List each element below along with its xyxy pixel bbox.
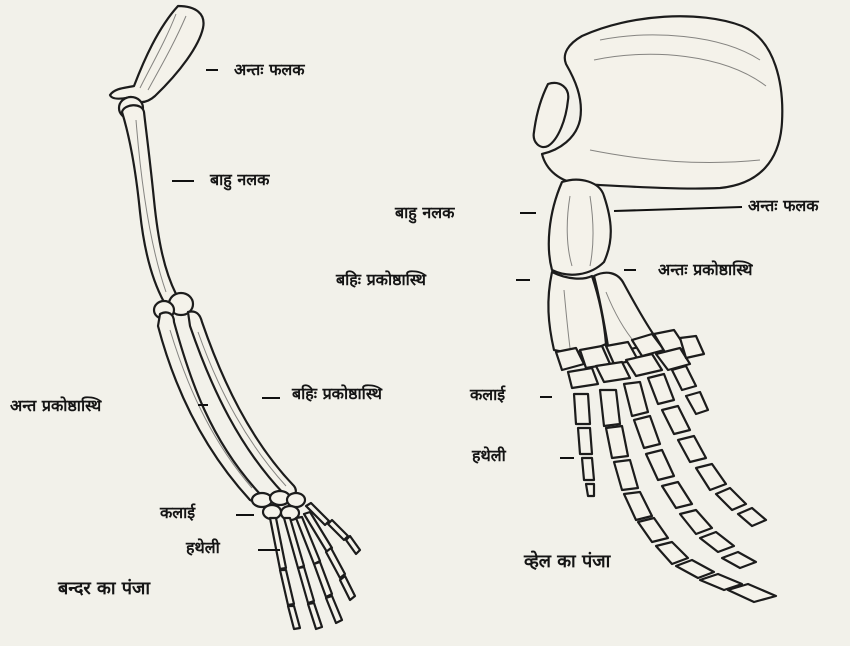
monkey-humerus-label: बाहु नलक <box>210 172 269 188</box>
whale-wrist-label: कलाई <box>470 387 505 403</box>
monkey-forelimb <box>110 6 360 629</box>
monkey-humerus <box>122 105 177 303</box>
monkey-radius-label: बहिः प्रकोष्ठास्थि <box>292 386 382 402</box>
monkey-scapula <box>110 6 204 102</box>
whale-radius-label: बहिः प्रकोष्ठास्थि <box>336 272 426 288</box>
monkey-ulna-label: अन्त प्रकोष्ठास्थि <box>10 398 101 414</box>
monkey-wrist-label: कलाई <box>160 505 195 521</box>
whale-ulna-label: अन्तः प्रकोष्ठास्थि <box>658 262 752 278</box>
whale-acromion <box>534 83 569 147</box>
whale-scapula <box>542 16 782 188</box>
monkey-caption: बन्दर का पंजा <box>58 580 150 598</box>
whale-flipper <box>534 16 783 602</box>
whale-humerus-label: बाहु नलक <box>395 205 454 221</box>
monkey-finger-bones <box>270 503 360 629</box>
whale-scapula-label: अन्तः फलक <box>748 198 819 214</box>
monkey-radius <box>188 311 296 496</box>
monkey-scapula-label: अन्तः फलक <box>234 62 305 78</box>
whale-palm-label: हथेली <box>472 448 506 464</box>
whale-caption: व्हेल का पंजा <box>524 553 610 571</box>
monkey-palm-label: हथेली <box>186 540 220 556</box>
whale-humerus <box>549 180 611 275</box>
monkey-carpals <box>252 491 305 520</box>
